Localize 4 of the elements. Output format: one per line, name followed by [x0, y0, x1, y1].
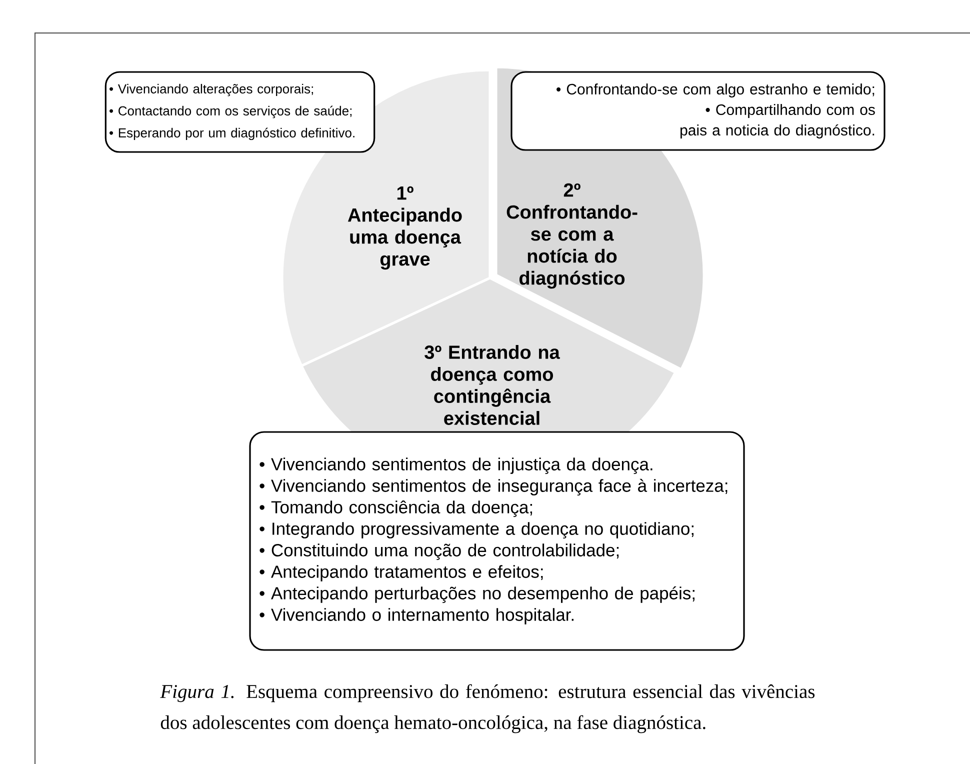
- callout-box: • Confrontando-se com algo estranho e temido; • Compartilhando com os pais a noticia do diagnóstico.: [510, 71, 886, 151]
- callout-box: • Vivenciando alterações corporais; • Contactando com os serviços de saúde; • Esperando por um diagnóstico definitivo.: [104, 71, 376, 153]
- caption: Figura 1. Esquema compreensivo do fenómeno: estrutura essencial das vivências dos adolescentes com doença hemato-oncológica, na fase diagnóstica.: [160, 684, 815, 734]
- callout-box: • Vivenciando sentimentos de injustiça da doença. • Vivenciando sentimentos de insegurança face à incerteza; • Tomando consciência da doença; • Integrando progressivamente a doença no quotidiano; • Constituindo uma noção de controlabilidade; • Antecipando tratamentos e efeitos; • Antecipando perturbações no desempenho de papéis; • Vivenciando o internamento hospitalar.: [249, 431, 745, 651]
